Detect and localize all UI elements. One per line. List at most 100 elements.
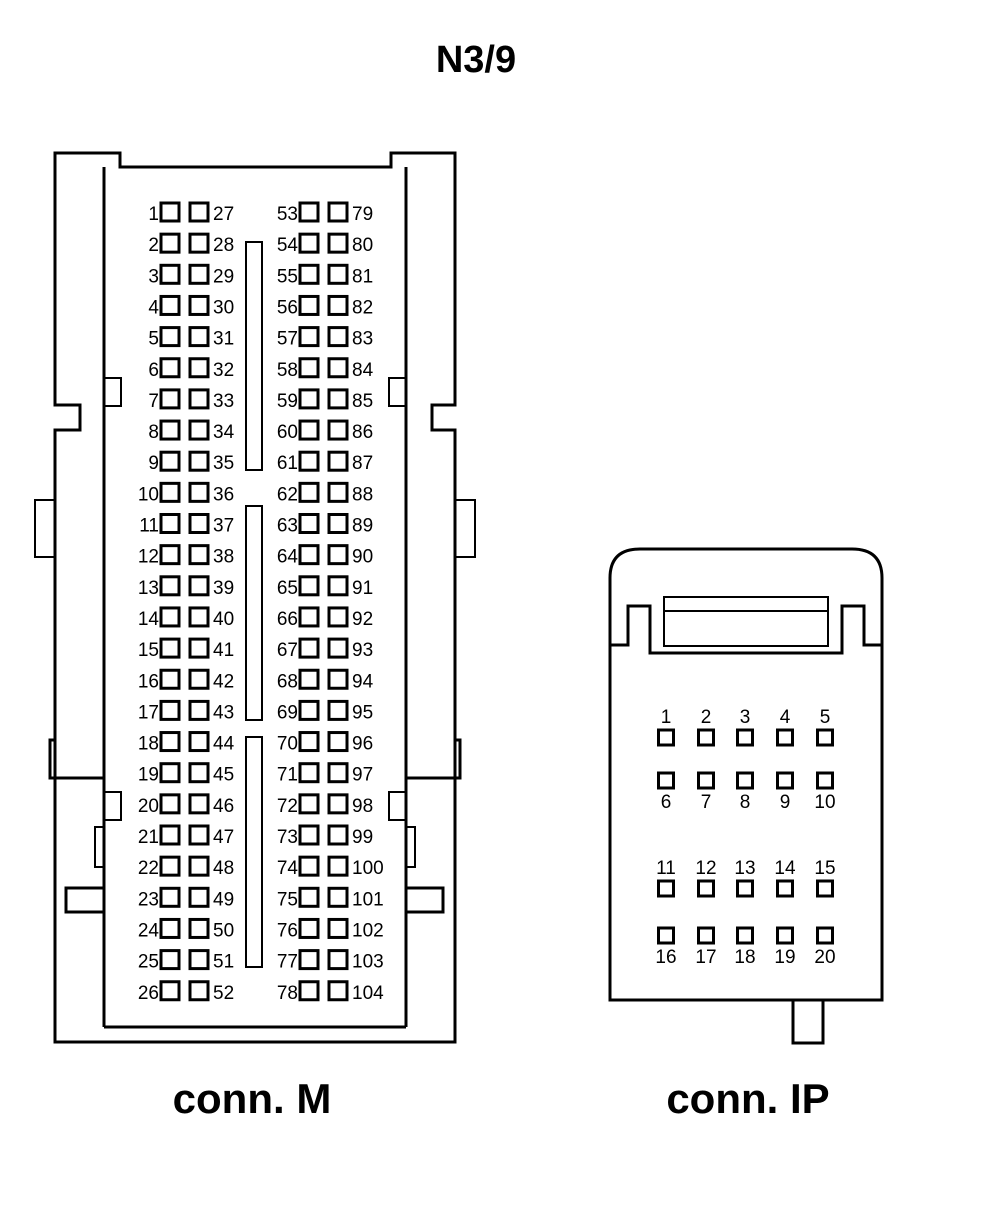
pin-m-49 bbox=[188, 886, 210, 908]
pin-label-m-88: 88 bbox=[352, 484, 373, 505]
pin-label-m-59: 59 bbox=[277, 391, 298, 412]
pin-m-94 bbox=[327, 668, 349, 690]
pin-m-51 bbox=[188, 949, 210, 971]
pin-label-m-26: 26 bbox=[138, 983, 159, 1004]
pin-label-m-50: 50 bbox=[213, 920, 234, 941]
pin-m-95 bbox=[327, 699, 349, 721]
pin-ip-8 bbox=[736, 771, 754, 790]
pin-label-m-30: 30 bbox=[213, 297, 234, 318]
pin-m-11 bbox=[159, 513, 181, 534]
pin-label-m-87: 87 bbox=[352, 453, 373, 474]
pin-m-21 bbox=[159, 824, 181, 846]
pin-label-m-91: 91 bbox=[352, 578, 373, 599]
pin-label-m-16: 16 bbox=[138, 671, 159, 692]
pin-label-m-3: 3 bbox=[148, 266, 159, 287]
pin-m-13 bbox=[159, 575, 181, 597]
pin-m-68 bbox=[298, 668, 320, 690]
pin-label-m-9: 9 bbox=[148, 453, 159, 474]
pin-label-m-20: 20 bbox=[138, 796, 159, 817]
pin-m-88 bbox=[327, 481, 349, 503]
pin-ip-4 bbox=[776, 728, 794, 747]
pin-label-m-45: 45 bbox=[213, 765, 234, 786]
pin-m-83 bbox=[327, 326, 349, 348]
pin-label-m-73: 73 bbox=[277, 827, 298, 848]
pin-ip-2 bbox=[697, 728, 715, 747]
pin-label-ip-11: 11 bbox=[656, 858, 676, 879]
pin-label-m-36: 36 bbox=[213, 484, 234, 505]
pin-label-m-49: 49 bbox=[213, 889, 234, 910]
pin-label-m-18: 18 bbox=[138, 734, 159, 755]
pin-label-m-78: 78 bbox=[277, 983, 298, 1004]
pin-m-9 bbox=[159, 450, 181, 472]
pin-m-62 bbox=[298, 481, 320, 503]
pin-m-22 bbox=[159, 855, 181, 877]
pin-m-31 bbox=[188, 326, 210, 348]
pin-ip-7 bbox=[697, 771, 715, 790]
pin-label-m-66: 66 bbox=[277, 609, 298, 630]
pin-m-61 bbox=[298, 450, 320, 472]
pin-m-35 bbox=[188, 450, 210, 472]
pin-label-ip-4: 4 bbox=[780, 707, 791, 728]
pin-label-m-24: 24 bbox=[138, 920, 160, 941]
pin-label-m-12: 12 bbox=[138, 547, 159, 568]
pin-label-m-54: 54 bbox=[277, 235, 299, 256]
pin-label-ip-2: 2 bbox=[701, 707, 712, 728]
pin-label-m-82: 82 bbox=[352, 297, 373, 318]
pin-label-m-17: 17 bbox=[138, 702, 159, 723]
pin-label-m-100: 100 bbox=[352, 858, 384, 879]
pin-label-m-52: 52 bbox=[213, 983, 234, 1004]
pin-label-m-2: 2 bbox=[148, 235, 159, 256]
pin-m-87 bbox=[327, 450, 349, 472]
pin-label-m-92: 92 bbox=[352, 609, 373, 630]
pin-m-26 bbox=[159, 980, 181, 1002]
pin-m-44 bbox=[188, 731, 210, 753]
pin-m-81 bbox=[327, 263, 349, 285]
pin-label-ip-14: 14 bbox=[774, 858, 796, 879]
pin-m-72 bbox=[298, 793, 320, 815]
pin-label-ip-6: 6 bbox=[661, 792, 672, 813]
pin-m-50 bbox=[188, 917, 210, 939]
pin-label-m-77: 77 bbox=[277, 952, 298, 973]
pin-ip-5 bbox=[816, 728, 834, 747]
pin-label-m-79: 79 bbox=[352, 204, 373, 225]
pin-label-m-22: 22 bbox=[138, 858, 159, 879]
pin-m-6 bbox=[159, 357, 181, 379]
pin-label-m-42: 42 bbox=[213, 671, 234, 692]
connector-m-pins: 1234567891011121314151617181920212223242… bbox=[138, 201, 384, 1004]
pin-m-57 bbox=[298, 326, 320, 348]
pin-m-40 bbox=[188, 606, 210, 628]
pin-label-m-40: 40 bbox=[213, 609, 234, 630]
pin-ip-1 bbox=[657, 728, 675, 747]
pin-m-91 bbox=[327, 575, 349, 597]
pin-label-m-68: 68 bbox=[277, 671, 298, 692]
pin-label-ip-1: 1 bbox=[661, 707, 672, 728]
pin-m-27 bbox=[188, 201, 210, 223]
pin-m-102 bbox=[327, 917, 349, 939]
pin-label-m-70: 70 bbox=[277, 734, 298, 755]
pin-label-m-27: 27 bbox=[213, 204, 234, 225]
pin-m-30 bbox=[188, 294, 210, 316]
pin-m-78 bbox=[298, 980, 320, 1002]
pin-label-m-85: 85 bbox=[352, 391, 373, 412]
pin-m-101 bbox=[327, 886, 349, 908]
pin-label-m-75: 75 bbox=[277, 889, 298, 910]
pin-m-24 bbox=[159, 917, 181, 939]
pin-m-7 bbox=[159, 388, 181, 410]
pin-ip-6 bbox=[657, 771, 675, 790]
pin-label-m-39: 39 bbox=[213, 578, 234, 599]
pin-m-12 bbox=[159, 544, 181, 566]
pin-label-m-25: 25 bbox=[138, 952, 159, 973]
pin-m-45 bbox=[188, 762, 210, 784]
pin-ip-14 bbox=[776, 879, 794, 898]
pin-m-90 bbox=[327, 544, 349, 566]
pin-ip-12 bbox=[697, 879, 715, 898]
pin-label-m-43: 43 bbox=[213, 702, 234, 723]
pin-label-m-101: 101 bbox=[352, 889, 384, 910]
pin-m-66 bbox=[298, 606, 320, 628]
pin-m-33 bbox=[188, 388, 210, 410]
pin-ip-20 bbox=[816, 926, 834, 945]
pin-label-m-96: 96 bbox=[352, 734, 373, 755]
pin-ip-15 bbox=[816, 879, 834, 898]
pin-m-84 bbox=[327, 357, 349, 379]
